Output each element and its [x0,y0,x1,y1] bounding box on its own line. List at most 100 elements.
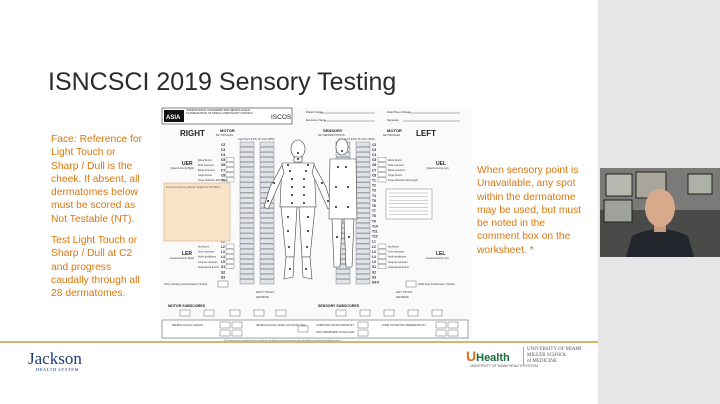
level-box [219,321,231,329]
key-muscles-label-right: KEY MUSCLES [216,134,233,137]
pin-prick-label-left: Pin Prick (PPR) [358,138,375,141]
level-label-left: S1 [372,265,376,269]
dermatome-dot [307,164,309,166]
level-label-left: T6 [372,204,376,208]
level-label-right: L4 [221,255,225,259]
key-sensory-points-label: KEY SENSORY POINTS [318,134,345,137]
dermatome-dots [267,150,350,270]
level-label-left: S3 [372,275,376,279]
score-box [355,192,371,198]
score-box [377,248,387,254]
level-label-left: L2 [372,245,376,249]
level-label-right: T1 [221,179,225,183]
right-side-label: RIGHT [180,129,205,138]
level-label-left: C8 [372,173,376,177]
muscle-label-upper-right: Wrist extensors [198,164,215,167]
header-title-fo: INTERNATIONAL STANDARDS FOR NEUROLOGICAL… [186,109,253,116]
score-box [259,264,275,269]
dermatome-dot [291,178,293,180]
uel-sub-label: (Upper Extremity Left) [426,167,449,170]
dermatome-dot [335,206,337,208]
score-box [259,146,275,152]
score-box [239,274,255,280]
ler-label: LER [182,251,192,257]
dermatome-dot [306,246,308,248]
score-box [239,172,255,178]
dermatome-dot [289,170,291,172]
dermatome-dot [348,236,350,238]
score-box [355,228,371,234]
slide-title: ISNCSCI 2019 Sensory Testing [48,68,397,96]
score-box [239,243,255,249]
score-box [239,203,255,208]
level-label-right: C3 [221,148,225,152]
presenter-webcam [600,168,720,257]
dermatome-dot [337,166,339,168]
score-box [355,213,371,218]
subscore-box [203,309,215,317]
level-label-left: S2 [372,270,376,274]
score-box [355,279,371,285]
motor-subscores-label: MOTOR SUBSCORES [168,304,206,308]
score-box [355,152,371,157]
muscle-label-lower-left: Ankle plantar flexors [388,266,410,269]
score-box [259,228,275,234]
muscle-label-lower-right: Ankle plantar flexors [198,266,220,269]
dermatome-dot [287,230,289,232]
score-box [239,152,255,157]
dermatome-dot [297,158,299,160]
dermatome-dot [307,230,309,232]
level-label-left: T10 [372,224,378,228]
subscore-box [431,309,443,317]
score-box [225,248,235,254]
score-box [355,197,371,203]
level-label-left: L5 [372,260,376,264]
dermatome-dot [303,178,305,180]
subscore-box [253,309,265,317]
score-box [225,162,235,167]
score-box [355,146,371,152]
level-label-right: L5 [221,260,225,264]
score-box [355,172,371,178]
level-label-left: T1 [372,179,376,183]
score-box [225,172,235,178]
score-box [355,167,371,172]
score-box [259,172,275,178]
dermatome-dot [291,186,293,188]
motor-label-left: MOTOR [387,128,402,133]
note-test-sequence: Test Light Touch or Sharp / Dull at C2 a… [51,235,140,300]
dermatome-dot [291,202,293,204]
dermatome-dot [289,268,291,270]
level-label-left: L3 [372,250,376,254]
dermatome-dot [287,164,289,166]
note-face-reference: Face: Reference for Light Touch or Sharp… [51,134,142,225]
muscle-label-lower-left: Ankle dorsiflexors [388,256,407,259]
dermatome-dot [291,194,293,196]
jackson-logo: Jackson [28,349,82,368]
dermatome-dot [345,166,347,168]
uhealth-name: Health [476,352,510,364]
level-label-left: T4 [372,194,376,198]
dermatome-dot [347,186,349,188]
lel-sub-label: (Lower Extremity Left) [426,257,449,260]
dermatome-dot [303,202,305,204]
nli-label: NEUROLOGICAL LEVEL OF INJURY (NLI) [256,323,306,327]
level-box [447,329,459,337]
uer-label: UER [182,161,193,167]
score-box [355,187,371,193]
header-title: INTERNATIONAL STANDARDS FOR NEUROLOGICAL… [186,109,253,116]
level-label-right: C8 [221,173,225,177]
presenter-torso [626,229,694,257]
pin-prick-label-right: Pin Prick (PPR) [258,138,275,141]
dermatome-dot [335,186,337,188]
score-box [225,243,235,249]
score-box [225,259,235,264]
level-box [231,321,243,329]
examiner-label: Examiner Name [306,118,326,122]
level-box [219,329,231,337]
level-label-left: C4 [372,153,376,157]
muscle-label-lower-right: Long toe extensors [198,261,218,264]
levels-row [161,319,469,339]
score-box [239,213,255,218]
